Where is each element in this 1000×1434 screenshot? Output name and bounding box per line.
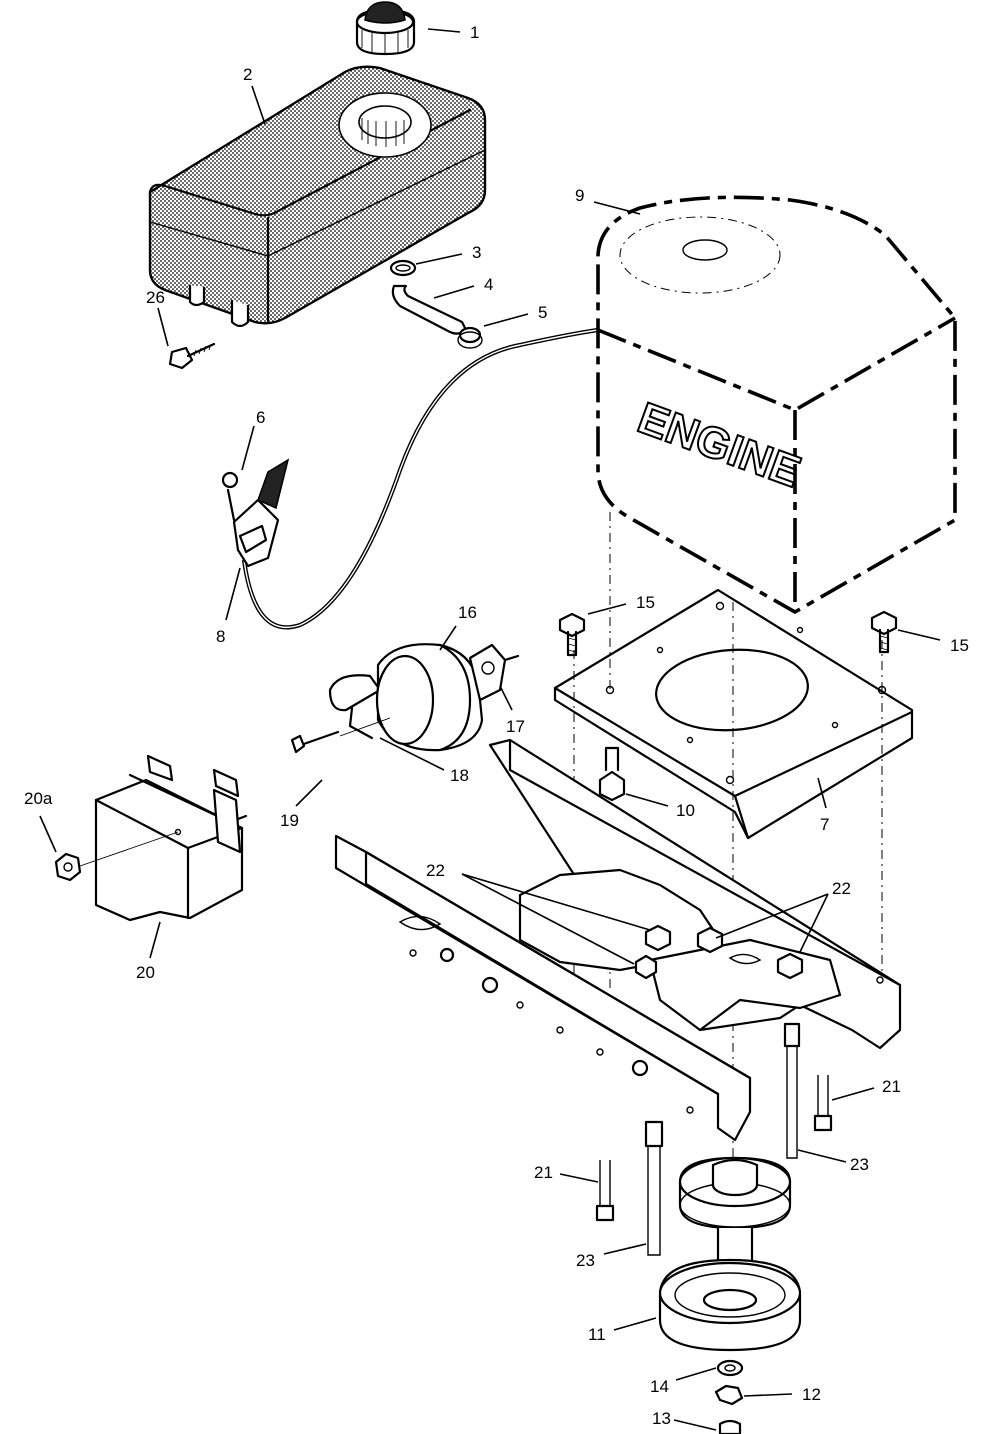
callout-23-left: 23 <box>576 1251 595 1270</box>
tank-mounting-screw <box>168 342 216 370</box>
callout-labels: 1 2 3 4 5 6 7 8 9 10 11 12 13 14 15 15 1… <box>24 23 969 1428</box>
muffler <box>290 643 520 754</box>
frame <box>334 738 902 1142</box>
callout-15-right: 15 <box>950 636 969 655</box>
fuel-tank <box>148 65 487 328</box>
callout-17: 17 <box>506 717 525 736</box>
callout-14: 14 <box>650 1377 669 1396</box>
callout-8: 8 <box>216 627 225 646</box>
callout-4: 4 <box>484 275 493 294</box>
leader-lines <box>39 28 941 1431</box>
mounting-bolt-right <box>870 610 898 654</box>
heat-shield <box>94 754 248 922</box>
engine: ENGINE <box>596 195 957 614</box>
studs-and-bolts <box>595 1022 833 1256</box>
callout-20: 20 <box>136 963 155 982</box>
callout-21-left: 21 <box>534 1163 553 1182</box>
callout-9: 9 <box>575 186 584 205</box>
flange-nuts-22 <box>634 924 804 980</box>
callout-18: 18 <box>450 766 469 785</box>
callout-3: 3 <box>472 243 481 262</box>
callout-22-right: 22 <box>832 879 851 898</box>
flange-nut-20a <box>54 831 179 882</box>
callout-10: 10 <box>676 801 695 820</box>
throttle-control <box>221 458 290 568</box>
callout-20a: 20a <box>24 789 53 808</box>
callout-23-right: 23 <box>850 1155 869 1174</box>
callout-15-left: 15 <box>636 593 655 612</box>
callout-5: 5 <box>538 303 547 322</box>
callout-26: 26 <box>146 288 165 307</box>
callout-19: 19 <box>280 811 299 830</box>
callout-7: 7 <box>820 815 829 834</box>
callout-6: 6 <box>256 408 265 427</box>
callout-16: 16 <box>458 603 477 622</box>
callout-21-right: 21 <box>882 1077 901 1096</box>
engine-pulley <box>658 1156 802 1352</box>
callout-11: 11 <box>588 1325 606 1344</box>
throttle-cable <box>241 327 599 630</box>
callout-22-left: 22 <box>426 861 445 880</box>
callout-12: 12 <box>802 1385 821 1404</box>
mounting-bolt-left <box>558 612 586 657</box>
callout-2: 2 <box>243 65 252 84</box>
fuel-hose-assembly <box>389 259 483 349</box>
callout-1: 1 <box>470 23 479 42</box>
fuel-cap <box>355 1 416 56</box>
pulley-hardware <box>714 1359 744 1434</box>
callout-13: 13 <box>652 1409 671 1428</box>
nut-10 <box>598 746 626 802</box>
